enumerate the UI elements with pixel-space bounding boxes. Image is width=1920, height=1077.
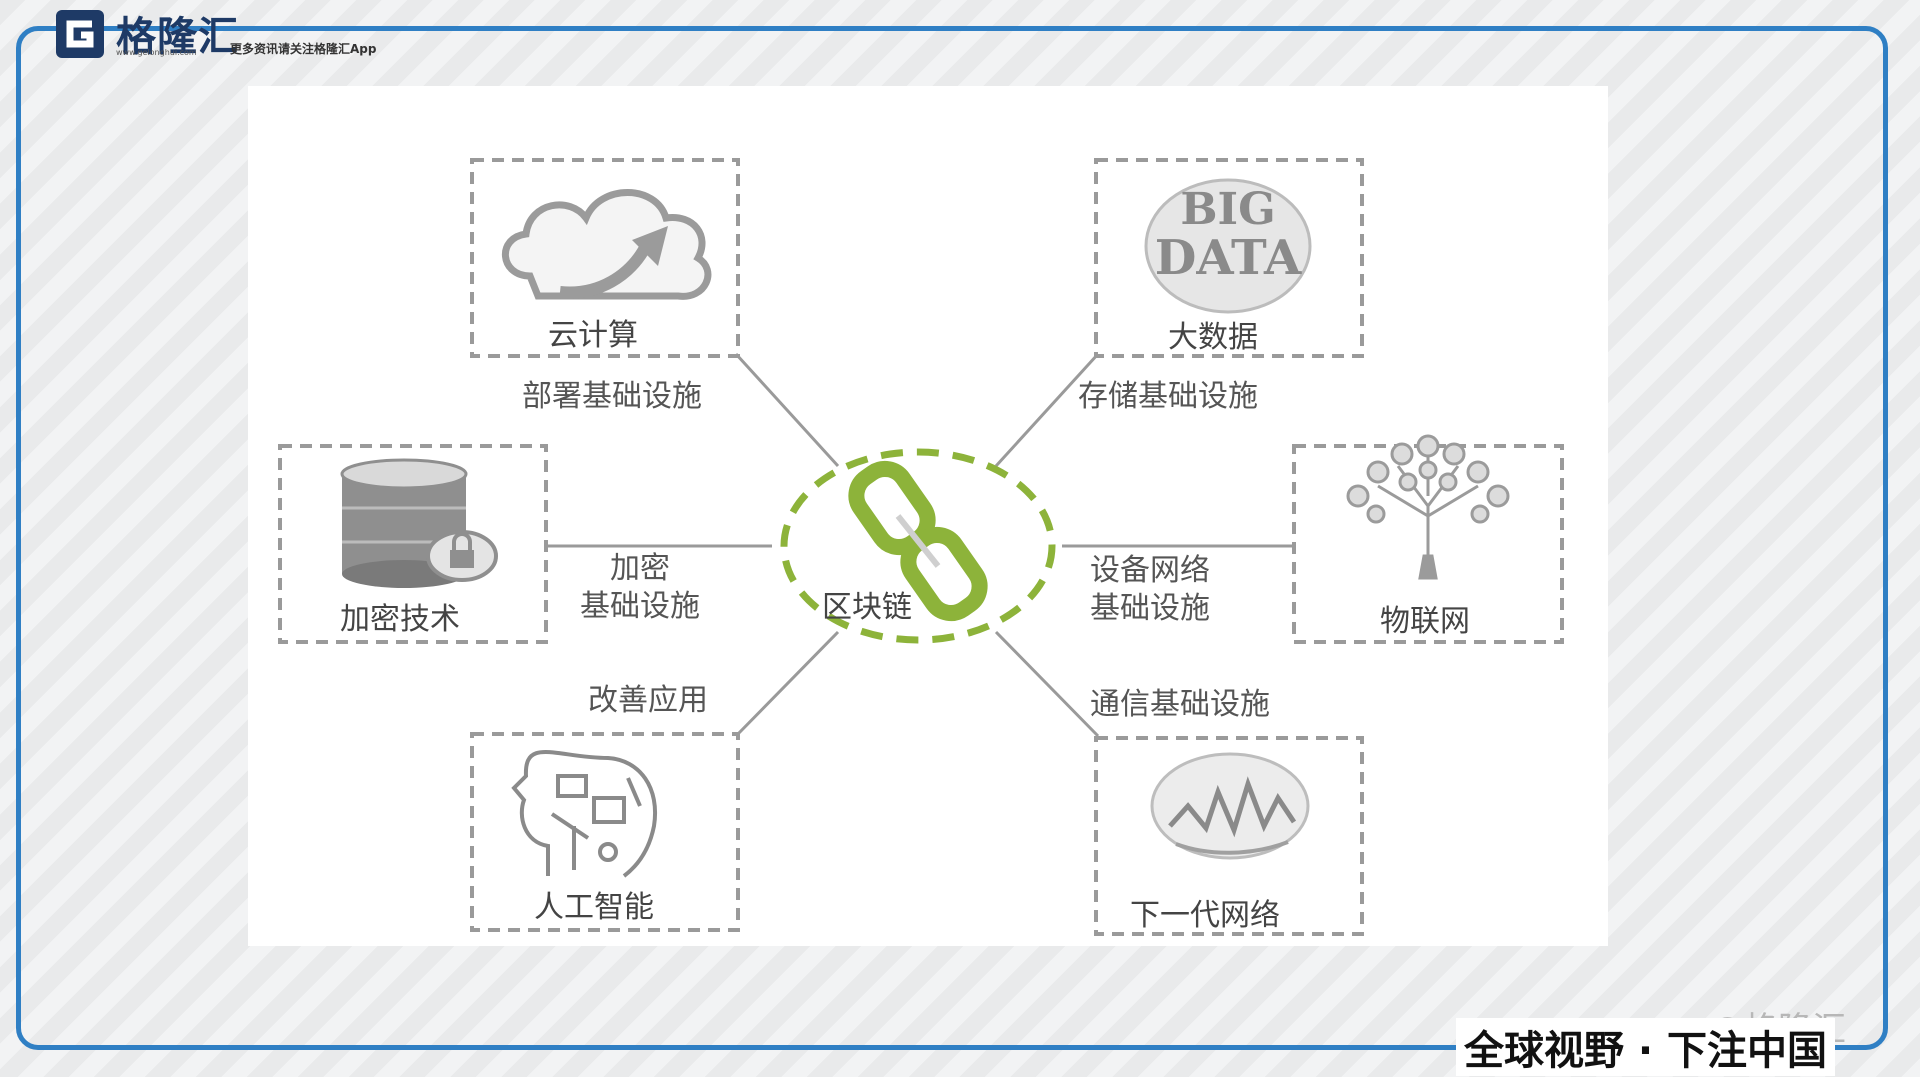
diagram-panel: BIG DATA (248, 86, 1608, 946)
edge-label-encryption-line2: 基础设施 (580, 589, 700, 624)
center-ring (780, 448, 1056, 644)
edge-label-ai: 改善应用 (588, 683, 708, 718)
cloud-icon (502, 189, 712, 300)
globe-network-icon (1150, 752, 1310, 860)
bigdata-art-line1: BIG (1180, 184, 1275, 235)
edge-line-ai (734, 630, 840, 738)
footer-slogan: 全球视野 · 下注中国 (1456, 1018, 1836, 1076)
node-label-cloud: 云计算 (548, 318, 638, 353)
edge-label-iot-line1: 设备网络 (1090, 553, 1210, 588)
diagram-canvas: BIG DATA (278, 158, 1564, 936)
node-label-encryption: 加密技术 (340, 602, 460, 637)
slide-frame (16, 26, 1888, 1050)
edge-label-cloud: 部署基础设施 (522, 379, 702, 414)
node-label-bigdata: 大数据 (1168, 320, 1258, 355)
edge-line-nextnet (994, 630, 1100, 738)
box-ai (470, 732, 740, 932)
box-iot (1292, 444, 1564, 644)
node-label-ai: 人工智能 (534, 890, 654, 925)
edge-label-iot-line2: 基础设施 (1090, 591, 1210, 626)
box-nextnet (1094, 736, 1364, 936)
center-label-blockchain: 区块链 (822, 590, 912, 625)
edge-label-nextnet: 通信基础设施 (1090, 687, 1270, 722)
edge-label-encryption: 加密 基础设施 (580, 550, 700, 626)
node-label-nextnet: 下一代网络 (1130, 898, 1280, 933)
box-bigdata (1094, 158, 1364, 358)
edge-line-cloud (734, 352, 840, 468)
iot-tree-icon (1346, 434, 1510, 580)
edge-label-bigdata: 存储基础设施 (1078, 379, 1258, 414)
gelonghui-logo-icon (56, 10, 104, 58)
brand-url: www.gelonghui.com (116, 48, 197, 57)
bigdata-icon: BIG DATA (1144, 178, 1312, 314)
edge-label-iot: 设备网络 基础设施 (1090, 552, 1210, 628)
edge-label-encryption-line1: 加密 (610, 551, 670, 586)
database-lock-icon (340, 458, 498, 588)
box-encryption (278, 444, 548, 644)
ai-head-icon (511, 750, 658, 878)
edge-line-bigdata (994, 352, 1100, 468)
brand-name: 格隆汇 (116, 14, 239, 60)
bigdata-art-line2: DATA (1155, 230, 1302, 286)
box-cloud (470, 158, 740, 358)
node-label-iot: 物联网 (1380, 604, 1470, 639)
header-tagline: 更多资讯请关注格隆汇App (230, 42, 377, 56)
